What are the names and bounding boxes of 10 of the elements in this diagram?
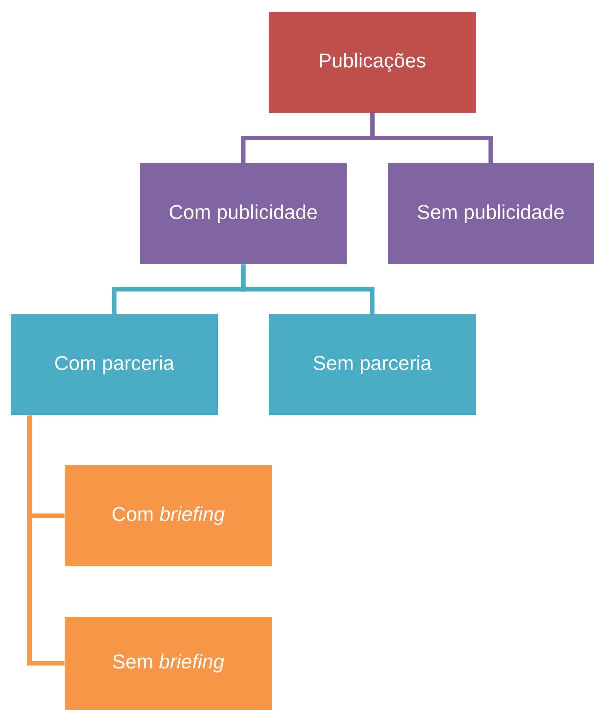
chart-box: Publicações [269, 12, 476, 113]
chart-box: Com publicidade [140, 164, 347, 264]
connector-line [28, 416, 65, 666]
connector-line [241, 264, 375, 314]
chart-box: Com parceria [11, 314, 218, 416]
chart-box: Sem publicidade [388, 164, 594, 264]
chart-box: Sem briefing [65, 617, 272, 710]
connector-line [370, 113, 494, 164]
chart-box: Sem parceria [269, 314, 476, 416]
chart-box: Com briefing [65, 466, 272, 566]
